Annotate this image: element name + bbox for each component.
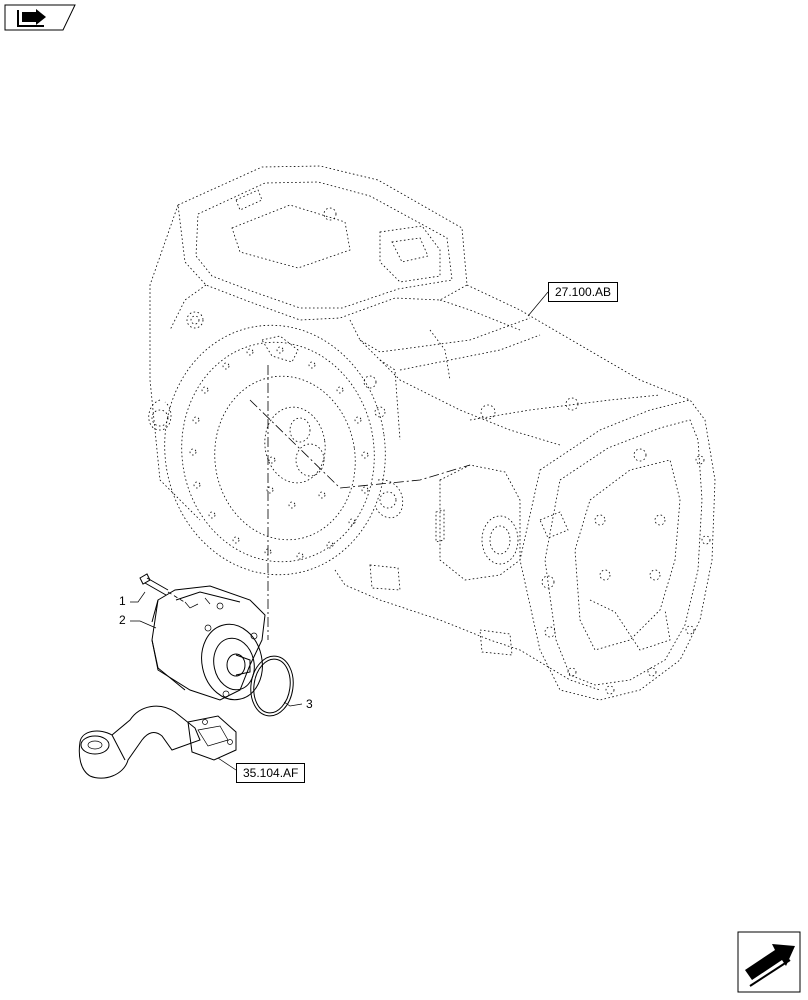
bolt-part xyxy=(139,573,187,604)
callout-item-2: 2 xyxy=(119,613,126,627)
leader-item-1 xyxy=(130,591,146,603)
callout-item-1: 1 xyxy=(119,594,126,608)
reference-27-100-ab[interactable]: 27.100.AB xyxy=(548,282,619,302)
oil-pipe-part xyxy=(78,705,237,779)
callout-item-3: 3 xyxy=(306,697,313,711)
center-line-b xyxy=(249,399,471,489)
o-ring-part xyxy=(250,655,294,717)
leader-item-3 xyxy=(283,701,303,707)
next-page-arrow-icon[interactable] xyxy=(737,931,801,993)
leader-35-104-af xyxy=(217,757,237,771)
leader-item-2 xyxy=(130,620,157,629)
leader-27-100-ab xyxy=(527,291,549,317)
hydraulic-pump-part xyxy=(151,585,266,701)
book-arrow-icon[interactable] xyxy=(4,4,76,31)
transmission-housing-outline xyxy=(148,165,716,701)
flange-bolt-holes xyxy=(189,346,369,560)
reference-35-104-af[interactable]: 35.104.AF xyxy=(236,763,306,783)
